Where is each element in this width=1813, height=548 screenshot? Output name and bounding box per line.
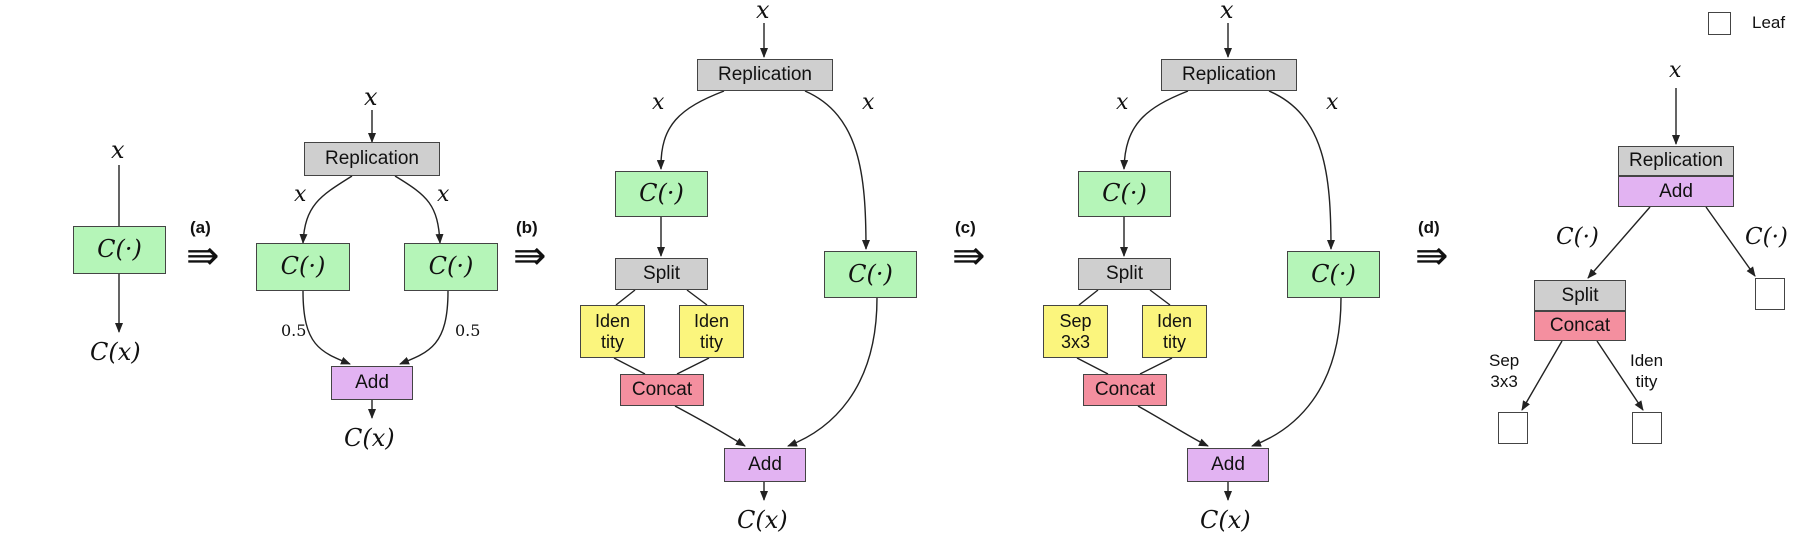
a-replication-node: Replication	[304, 142, 440, 176]
legend-leaf-icon	[1708, 12, 1731, 35]
a-c-node-right: C(·)	[404, 243, 498, 291]
implies-arrow-d: ⇛	[1415, 233, 1449, 279]
b-output-cx-label: C(x)	[737, 506, 788, 534]
c-sep3x3-node: Sep 3x3	[1043, 305, 1108, 358]
b-input-x-label: x	[756, 0, 770, 24]
c-add-node: Add	[1187, 448, 1269, 482]
c-identity-node: Iden tity	[1142, 305, 1207, 358]
b-split-node: Split	[615, 258, 708, 290]
d-split-node: Split	[1534, 280, 1626, 311]
c-node: C(·)	[73, 226, 166, 274]
a-weight-left: 0.5	[281, 321, 307, 340]
step-label-d: (d)	[1418, 218, 1440, 237]
d-edge-c-left: C(·)	[1556, 224, 1599, 250]
b-add-node: Add	[724, 448, 806, 482]
step-label-c: (c)	[955, 218, 976, 237]
b-c-node-right: C(·)	[824, 251, 917, 298]
a-weight-right: 0.5	[455, 321, 481, 340]
c-split-node: Split	[1078, 258, 1171, 290]
a-c-node-left: C(·)	[256, 243, 350, 291]
input-x-label: x	[111, 136, 125, 164]
c-branch-x-left: x	[1116, 90, 1129, 115]
step-label-b: (b)	[516, 218, 538, 237]
c-output-cx-label: C(x)	[1200, 506, 1251, 534]
d-edge-identity-label: Iden tity	[1630, 351, 1664, 392]
d-leaf-bottom-left	[1498, 412, 1528, 444]
implies-arrow-c: ⇛	[952, 233, 986, 279]
b-identity-node-right: Iden tity	[679, 305, 744, 358]
d-leaf-bottom-right	[1632, 412, 1662, 444]
d-edge-sep3x3-label: Sep 3x3	[1489, 351, 1520, 392]
b-identity-node-left: Iden tity	[580, 305, 645, 358]
step-label-a: (a)	[190, 218, 211, 237]
a-branch-x-right: x	[437, 182, 450, 207]
b-concat-node: Concat	[620, 374, 704, 406]
d-leaf-right	[1755, 278, 1785, 310]
a-branch-x-left: x	[294, 182, 307, 207]
c-concat-node: Concat	[1083, 374, 1167, 406]
implies-arrow-b: ⇛	[513, 233, 547, 279]
d-replication-node: Replication	[1618, 146, 1734, 176]
b-c-node-left: C(·)	[615, 171, 708, 217]
implies-arrow-a: ⇛	[186, 233, 220, 279]
a-output-cx-label: C(x)	[344, 424, 395, 452]
d-input-x-label: x	[1669, 58, 1682, 83]
d-edge-c-right: C(·)	[1745, 224, 1788, 250]
c-branch-x-right: x	[1326, 90, 1339, 115]
b-branch-x-left: x	[652, 90, 665, 115]
b-branch-x-right: x	[862, 90, 875, 115]
a-input-x-label: x	[364, 83, 378, 111]
a-add-node: Add	[331, 366, 413, 400]
d-add-node: Add	[1618, 176, 1734, 207]
d-concat-node: Concat	[1534, 311, 1626, 341]
c-c-node-right: C(·)	[1287, 251, 1380, 298]
c-input-x-label: x	[1220, 0, 1234, 24]
c-c-node-left: C(·)	[1078, 171, 1171, 217]
b-replication-node: Replication	[697, 59, 833, 91]
legend-leaf-label: Leaf	[1752, 13, 1786, 32]
output-cx-label: C(x)	[90, 338, 141, 366]
c-replication-node: Replication	[1161, 59, 1297, 91]
